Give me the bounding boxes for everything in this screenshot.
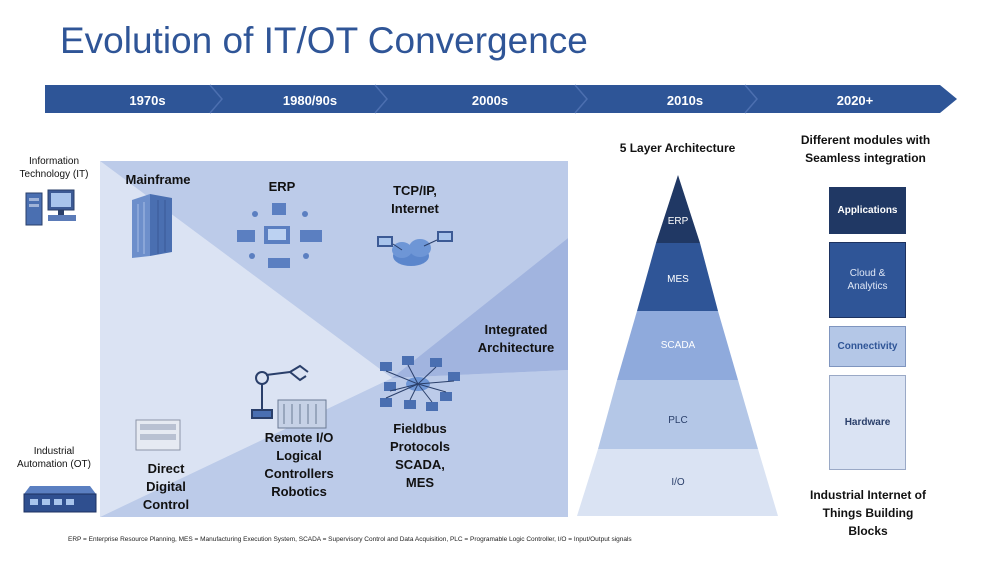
it-label: Information Technology (IT) <box>19 156 89 180</box>
module-connectivity: Connectivity <box>829 326 906 367</box>
layer-erp <box>656 175 700 243</box>
page-title: Evolution of IT/OT Convergence <box>60 20 588 61</box>
timeline-label-2010s: 2010s <box>666 93 704 108</box>
factory-network-icon <box>237 203 322 268</box>
cloud-network-icon <box>377 231 453 266</box>
it-wedge <box>100 161 568 378</box>
mainframe-label: Mainframe <box>125 172 191 187</box>
switch-icon <box>23 486 97 513</box>
timeline-label-2000s: 2000s <box>471 93 509 108</box>
layer-io-label: I/O <box>671 477 685 488</box>
fieldbus-label: Fieldbus Protocols SCADA, MES <box>390 421 450 490</box>
server-rack-icon <box>132 194 172 258</box>
timeline-label-1980-90s: 1980/90s <box>282 93 338 108</box>
module-applications: Applications <box>829 187 906 234</box>
layer-scada-label: SCADA <box>660 340 696 351</box>
layer-io <box>577 449 778 516</box>
controller-icon <box>277 399 327 429</box>
network-map-icon <box>380 356 460 411</box>
timeline-divider <box>744 84 758 114</box>
layer-mes <box>637 243 718 311</box>
module-cloud-analytics: Cloud & Analytics <box>829 242 906 318</box>
layer-plc <box>598 380 758 449</box>
erp-label: ERP <box>268 179 296 194</box>
layer-plc-label: PLC <box>668 415 688 426</box>
timeline-arrow <box>45 85 957 113</box>
timeline-divider <box>374 84 388 114</box>
integrated-architecture-label: Integrated Architecture <box>477 322 555 355</box>
timeline-label-1970s: 1970s <box>129 93 166 108</box>
layer-scada <box>617 311 738 380</box>
tcpip-label: TCP/IP, Internet <box>391 183 439 216</box>
pyramid-title: 5 Layer Architecture <box>619 141 736 155</box>
ot-wedge <box>100 370 568 517</box>
integrated-wedge <box>392 238 568 378</box>
controller-icon <box>135 419 181 451</box>
layer-erp-label: ERP <box>667 216 689 227</box>
computer-icon <box>25 189 76 226</box>
ot-label: Industrial Automation (OT) <box>17 446 91 470</box>
remote-io-label: Remote I/O Logical Controllers Robotics <box>264 430 334 499</box>
direct-digital-control-label: Direct Digital Control <box>142 461 190 512</box>
modules-title: Different modules with Seamless integrat… <box>800 133 931 165</box>
footnote: ERP = Enterprise Resource Planning, MES … <box>68 536 632 543</box>
modules-caption: Industrial Internet of Things Building B… <box>809 488 926 538</box>
robot-arm-icon <box>251 364 309 419</box>
timeline-divider <box>574 84 588 114</box>
timeline-divider <box>209 84 223 114</box>
module-hardware: Hardware <box>829 375 906 470</box>
layer-mes-label: MES <box>667 274 689 285</box>
timeline-label-2020plus: 2020+ <box>836 93 874 108</box>
